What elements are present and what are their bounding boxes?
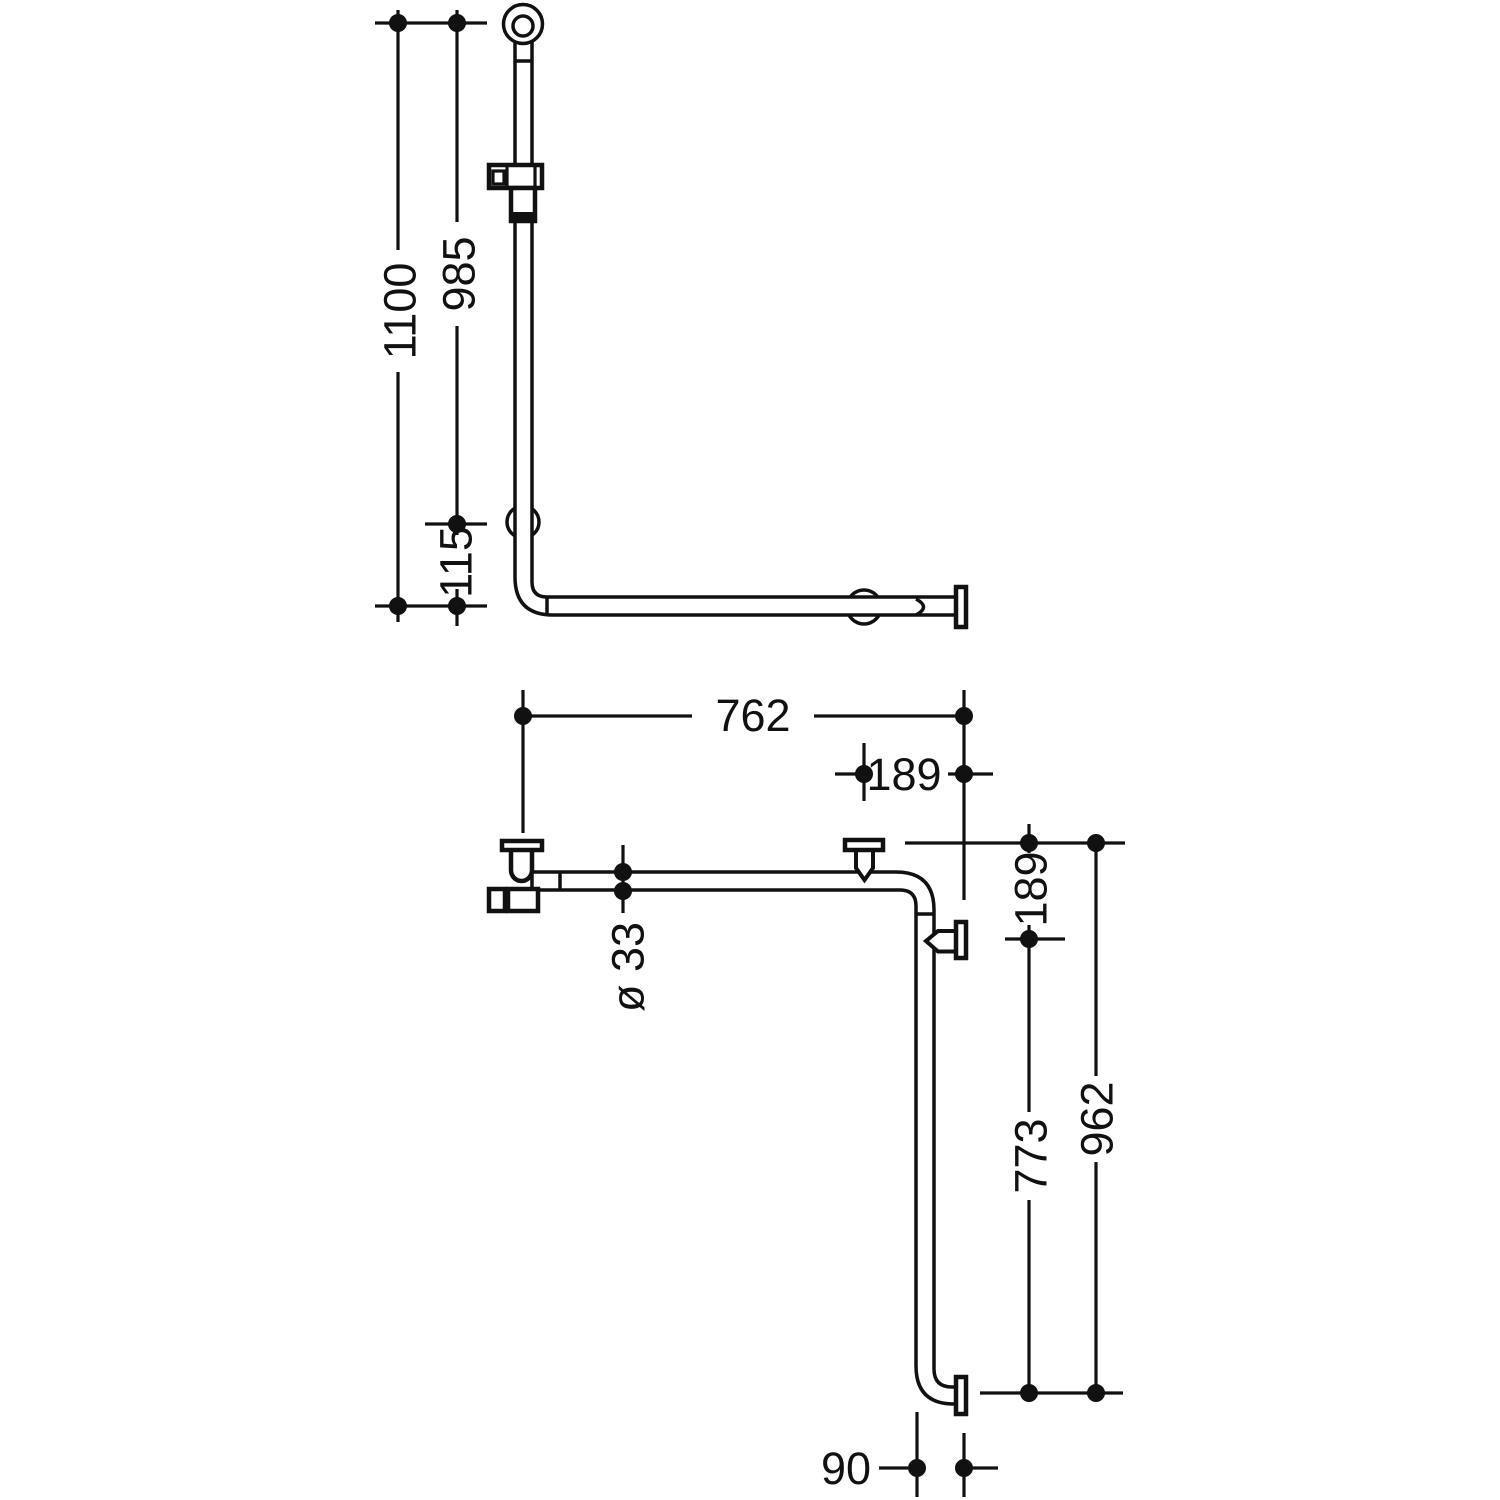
side-end-wall-flange	[953, 584, 969, 630]
dim-label-90: 90	[821, 1443, 871, 1494]
side-view-dimensions: 1100 985 115	[375, 10, 487, 626]
dim-label-962: 962	[1072, 1081, 1123, 1156]
side-mount-flange	[953, 919, 969, 961]
dim-dot	[448, 597, 466, 615]
dim-end-wall-offset: 90	[821, 1412, 998, 1497]
dim-label-1100: 1100	[375, 263, 426, 360]
plan-view-dimensions: 762 189 ø 33	[514, 690, 1125, 1497]
slider-holder-band	[509, 212, 537, 222]
top-ring-inner	[511, 14, 535, 38]
dim-dot	[1020, 1384, 1038, 1402]
corner-mount-cap-plate	[842, 837, 886, 853]
dim-tube-diameter: ø 33	[603, 845, 654, 1012]
slider-knob-inset	[491, 169, 506, 186]
plan-view: 762 189 ø 33	[486, 690, 1125, 1497]
holder-knob-plan	[486, 886, 508, 914]
dim-dot	[614, 863, 632, 881]
shower-slider	[486, 162, 545, 224]
side-rail-tube	[513, 38, 958, 617]
dim-vertical-span: 962	[1072, 843, 1123, 1393]
corner-wall-mount	[842, 837, 886, 884]
dim-dot	[855, 765, 873, 783]
side-elevation-view: 1100 985 115	[375, 2, 969, 630]
shower-rail-plan-mount	[486, 838, 545, 914]
dim-dot	[955, 1459, 973, 1477]
dim-upper-height: 985	[434, 23, 485, 524]
dim-horizontal-span: 762	[514, 690, 973, 900]
left-mount-cap-plate	[499, 838, 545, 853]
dim-dot	[389, 597, 407, 615]
rail-end-cap-arc	[915, 597, 926, 617]
dim-dot	[955, 707, 973, 725]
dim-overall-height: 1100	[375, 23, 426, 606]
dim-dot	[908, 1459, 926, 1477]
side-wall-mount	[922, 919, 969, 961]
dim-top-corner-offset: 189	[835, 743, 993, 801]
dim-label-diameter: ø 33	[603, 922, 654, 1012]
dim-label-189-top: 189	[866, 749, 941, 800]
dim-lower-height: 115	[425, 515, 487, 606]
rail-post-plan	[508, 846, 535, 884]
dim-label-773: 773	[1006, 1118, 1057, 1193]
holder-body-plan	[505, 886, 541, 914]
dim-dot	[614, 882, 632, 900]
dim-side-mount-span: 773	[1006, 939, 1057, 1393]
dim-side-corner-offset: 189	[1005, 843, 1065, 948]
dim-label-762: 762	[715, 690, 790, 741]
dim-dot	[514, 707, 532, 725]
dim-label-189-side: 189	[1006, 851, 1057, 926]
dim-dot	[1087, 1384, 1105, 1402]
dim-dot	[955, 765, 973, 783]
plan-rail-tube	[530, 870, 958, 1406]
bottom-end-wall-flange	[953, 1374, 969, 1417]
dim-label-115: 115	[431, 526, 482, 598]
dim-label-985: 985	[434, 236, 485, 311]
